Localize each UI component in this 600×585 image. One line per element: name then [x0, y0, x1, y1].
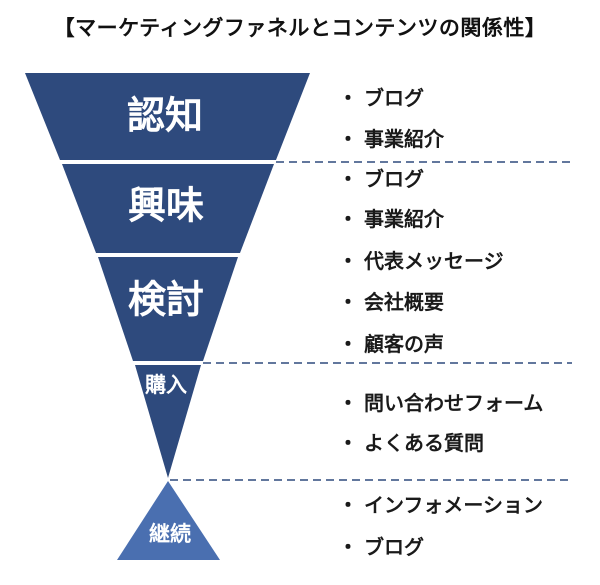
- bullet: ・: [338, 207, 358, 231]
- content-item: ・事業紹介: [338, 207, 444, 231]
- bullet: ・: [338, 86, 358, 110]
- content-item: ・顧客の声: [338, 332, 444, 356]
- funnel-segment-awareness: [25, 73, 310, 160]
- stage-label-retention: 継続: [149, 522, 191, 546]
- content-item: ・ブログ: [338, 535, 424, 559]
- stage-label-consideration: 検討: [128, 278, 204, 322]
- bullet: ・: [338, 249, 358, 273]
- page-title: 【マーケティングファネルとコンテンツの関係性】: [53, 16, 547, 40]
- bullet: ・: [338, 127, 358, 151]
- bullet: ・: [338, 290, 358, 314]
- stage-label-interest: 興味: [128, 184, 204, 228]
- content-item: ・よくある質問: [338, 431, 484, 455]
- stage-label-awareness: 認知: [127, 94, 203, 138]
- content-item: ・ブログ: [338, 167, 424, 191]
- bullet: ・: [338, 167, 358, 191]
- bullet: ・: [338, 535, 358, 559]
- bullet: ・: [338, 332, 358, 356]
- bullet: ・: [338, 493, 358, 517]
- bullet: ・: [338, 391, 358, 415]
- funnel-segment-interest: [62, 164, 274, 253]
- content-item: ・会社概要: [338, 290, 444, 314]
- funnel-segment-consideration: [98, 257, 238, 361]
- bullet: ・: [338, 431, 358, 455]
- content-item: ・ブログ: [338, 86, 424, 110]
- stage-label-purchase: 購入: [144, 373, 187, 397]
- content-item: ・インフォメーション: [338, 493, 543, 517]
- content-item: ・事業紹介: [338, 127, 444, 151]
- funnel-segment-purchase: [135, 365, 201, 478]
- content-item: ・問い合わせフォーム: [338, 391, 544, 415]
- funnel-segment-retention: [117, 481, 220, 560]
- content-item: ・代表メッセージ: [338, 249, 504, 273]
